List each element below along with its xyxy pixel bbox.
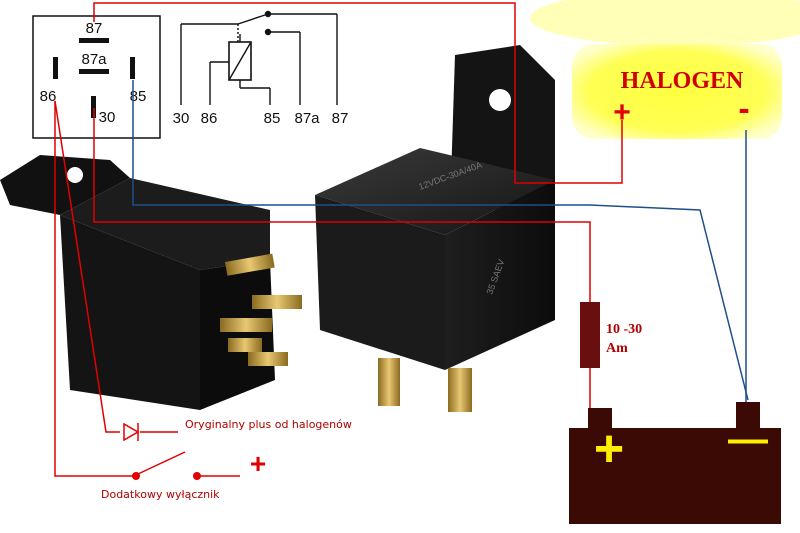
diode-note: Oryginalny plus od halogenów [185, 418, 352, 431]
schematic-label-30: 30 [173, 110, 190, 127]
relay-schematic [180, 10, 338, 105]
fuse: 10 -30 Am [580, 302, 642, 368]
switch-plus-sign: + [250, 448, 266, 479]
schematic-label-87a: 87a [294, 110, 320, 127]
halogen-minus-sign: - [738, 90, 749, 128]
relay-left [0, 155, 302, 410]
pin-86-bar [53, 57, 58, 79]
pin-87-bar [79, 38, 109, 43]
wire-87-to-halogen-plus [93, 2, 623, 184]
diode-triangle [123, 422, 140, 442]
wire-86-to-switch [54, 101, 134, 477]
pin-87a-label: 87a [81, 51, 107, 68]
fuse-label-line1: 10 -30 [606, 322, 642, 337]
diode-symbol [123, 422, 140, 442]
pin-85-label: 85 [130, 88, 147, 105]
relay-right-pin-b [448, 368, 472, 412]
schematic-switch-arm [237, 13, 269, 25]
switch-note: Dodatkowy wyłącznik [101, 488, 220, 501]
pin-87a-bar [79, 69, 109, 74]
relay-left-pin-4 [228, 338, 262, 352]
halogen-lamp: HALOGEN + - [530, 0, 800, 139]
relay-pin-diagram: 87 87a 86 85 30 [32, 15, 161, 139]
wiring [54, 2, 749, 477]
battery-minus-sign: — [728, 417, 768, 461]
schematic-labels: 30 86 85 87a 87 [173, 110, 349, 127]
relay-right-mount-hole [489, 89, 511, 111]
switch-contact-right [193, 472, 201, 480]
schematic-label-87: 87 [332, 110, 349, 127]
relay-right-front [315, 195, 445, 370]
wire-86-to-diode [54, 100, 120, 433]
relay-left-tab [0, 155, 130, 215]
pin-85-bar [130, 57, 135, 79]
battery-terminal-minus [736, 402, 760, 430]
relay-left-pin-3 [220, 318, 272, 332]
relay-left-pin-5 [248, 352, 288, 366]
pin-86-label: 86 [40, 88, 57, 105]
relay-right-top [315, 148, 555, 235]
schematic-coil-diagonal [228, 41, 252, 81]
battery-plus-sign: + [594, 420, 624, 478]
pin-30-label: 30 [99, 109, 116, 126]
switch-lever [137, 451, 186, 475]
switch-contact-left [132, 472, 140, 480]
halogen-plus-sign: + [613, 96, 631, 129]
pin-87-label: 87 [86, 20, 103, 37]
fuse-label-line2: Am [606, 341, 628, 356]
battery: + — [569, 402, 781, 524]
schematic-label-86: 86 [201, 110, 218, 127]
halogen-title: HALOGEN [621, 68, 744, 94]
relay-left-pin-2 [252, 295, 302, 309]
relay-left-mount-hole [67, 167, 83, 183]
relay-right-side [445, 180, 555, 370]
halogen-box [572, 44, 782, 139]
wire-30-to-fuse [93, 108, 591, 302]
relay-left-pin-1 [225, 253, 275, 276]
battery-terminal-plus [588, 408, 612, 430]
wire-85-to-ground [132, 80, 749, 401]
relay-left-top [60, 178, 270, 270]
schematic-label-85: 85 [264, 110, 281, 127]
fuse-body [580, 302, 600, 368]
battery-body [569, 428, 781, 524]
relay-left-side [200, 260, 275, 410]
relay-right: 12VDC-30A/40A 35 SAEV [315, 45, 555, 412]
relay-right-pin-a [378, 358, 400, 406]
pin-30-bar [91, 96, 96, 118]
